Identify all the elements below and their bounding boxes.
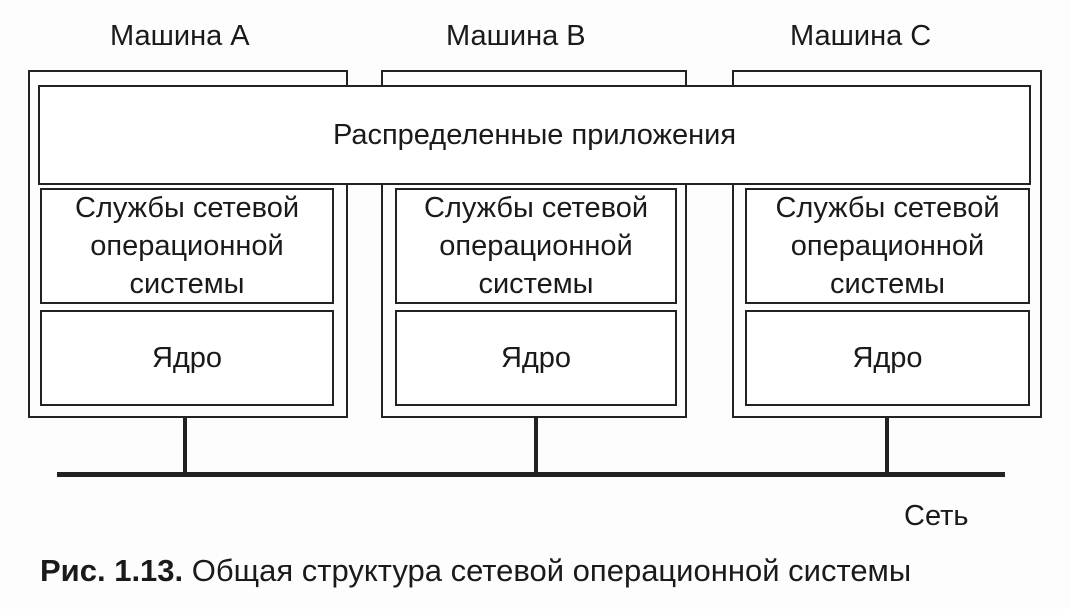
figure-number: Рис. 1.13.: [40, 553, 184, 588]
machine-b-kernel-box: Ядро: [395, 310, 677, 406]
machine-c-services-label: Службы сетевой операционной системы: [775, 192, 1000, 300]
network-bus-line: [57, 472, 1005, 477]
machine-a-label: Машина А: [110, 20, 250, 52]
machine-c-connector: [885, 418, 889, 474]
network-label: Сеть: [904, 500, 969, 532]
machine-a-connector: [183, 418, 187, 474]
machine-a-frame: [28, 70, 348, 418]
machine-c-kernel-label: Ядро: [852, 342, 923, 374]
figure-caption: Рис. 1.13. Общая структура сетевой опера…: [40, 555, 911, 586]
machine-a-services-box: Службы сетевой операционной системы: [40, 188, 334, 304]
machine-a-kernel-box: Ядро: [40, 310, 334, 406]
machine-b-services-box: Службы сетевой операционной системы: [395, 188, 677, 304]
machine-a-kernel-label: Ядро: [151, 342, 223, 374]
machine-b-frame: [381, 70, 687, 418]
distributed-apps-label: Распределенные приложения: [332, 119, 737, 151]
machine-c-label: Машина С: [790, 20, 932, 52]
machine-b-connector: [534, 418, 538, 474]
machine-b-kernel-label: Ядро: [500, 342, 572, 374]
machine-b-label: Машина В: [446, 20, 586, 52]
machine-a-services-label: Службы сетевой операционной системы: [74, 192, 300, 300]
figure-caption-text: Общая структура сетевой операционной сис…: [191, 553, 912, 588]
machine-c-kernel-box: Ядро: [745, 310, 1030, 406]
distributed-apps-box: Распределенные приложения: [38, 85, 1031, 185]
machine-c-frame: [732, 70, 1042, 418]
machine-b-services-label: Службы сетевой операционной системы: [423, 192, 649, 300]
machine-c-services-box: Службы сетевой операционной системы: [745, 188, 1030, 304]
